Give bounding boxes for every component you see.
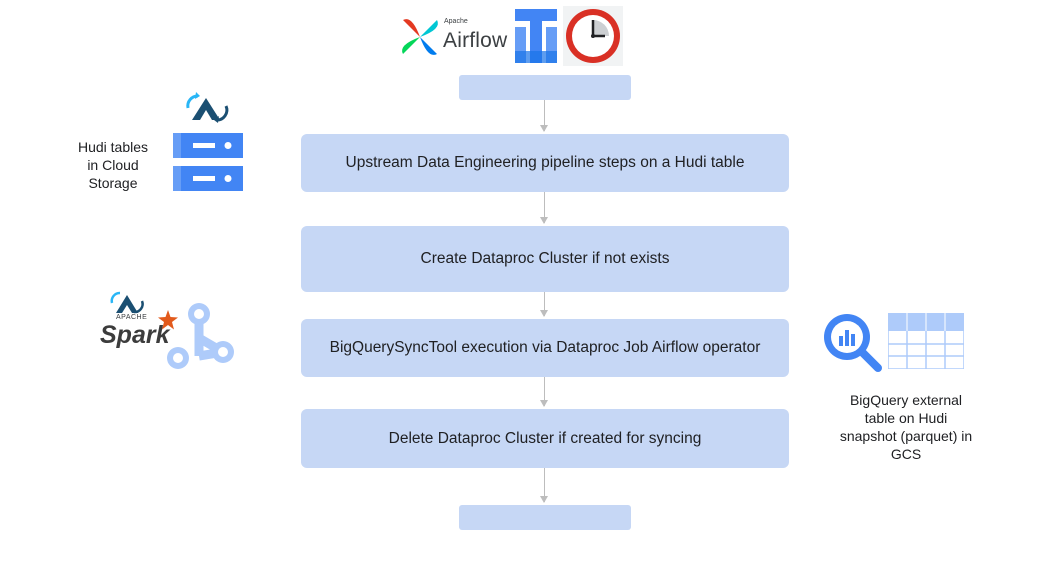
- step-delete-cluster-label: Delete Dataproc Cluster if created for s…: [388, 429, 702, 447]
- hudi-storage-label-line1: Hudi tables: [77, 139, 149, 155]
- bigquery-label-line4: GCS: [890, 446, 922, 462]
- spark-apache-text: APACHE: [116, 314, 148, 321]
- spark-star-icon: [158, 310, 178, 330]
- step-bigquery-sync: BigQuerySyncTool execution via Dataproc …: [301, 319, 789, 377]
- bigquery-label-line3: snapshot (parquet) in: [839, 428, 973, 444]
- bigquery-label-line1: BigQuery external: [849, 392, 963, 408]
- arrow-5: [540, 468, 548, 503]
- dataproc-icon: [164, 300, 238, 374]
- arrow-3: [540, 292, 548, 317]
- step-bigquery-sync-label: BigQuerySyncTool execution via Dataproc …: [329, 339, 761, 356]
- step-upstream-label: Upstream Data Engineering pipeline steps…: [345, 154, 745, 171]
- hudi-storage-label: Hudi tables in Cloud Storage: [68, 138, 158, 192]
- spark-name-text: Spark: [100, 321, 170, 349]
- airflow-pinwheel-icon: [402, 19, 438, 55]
- spark-logo: APACHE Spark: [98, 308, 180, 352]
- hudi-small-icon: [108, 290, 146, 316]
- bigquery-label: BigQuery external table on Hudi snapshot…: [826, 391, 986, 463]
- airflow-logo: Apache Airflow: [398, 12, 508, 60]
- step-create-cluster-label: Create Dataproc Cluster if not exists: [420, 250, 670, 267]
- cloud-storage-icon: [173, 133, 243, 191]
- step-upstream-pipeline: Upstream Data Engineering pipeline steps…: [301, 134, 789, 192]
- hudi-storage-label-line2: in Cloud: [87, 157, 139, 173]
- arrow-1: [540, 100, 548, 132]
- composer-icon: [515, 7, 557, 65]
- hudi-icon: [182, 92, 232, 124]
- bigquery-label-line2: table on Hudi: [864, 410, 948, 426]
- flow-end-stub: [459, 505, 631, 530]
- hudi-storage-label-line3: Storage: [88, 175, 138, 191]
- step-delete-cluster: Delete Dataproc Cluster if created for s…: [301, 409, 789, 468]
- flow-start-stub: [459, 75, 631, 100]
- bigquery-icon: [820, 310, 884, 372]
- airflow-apache-text: Apache: [444, 18, 468, 25]
- arrow-2: [540, 192, 548, 224]
- table-icon: [887, 312, 965, 370]
- step-create-cluster: Create Dataproc Cluster if not exists: [301, 226, 789, 292]
- clock-icon: [563, 6, 623, 66]
- arrow-4: [540, 377, 548, 407]
- airflow-name-text: Airflow: [443, 29, 508, 52]
